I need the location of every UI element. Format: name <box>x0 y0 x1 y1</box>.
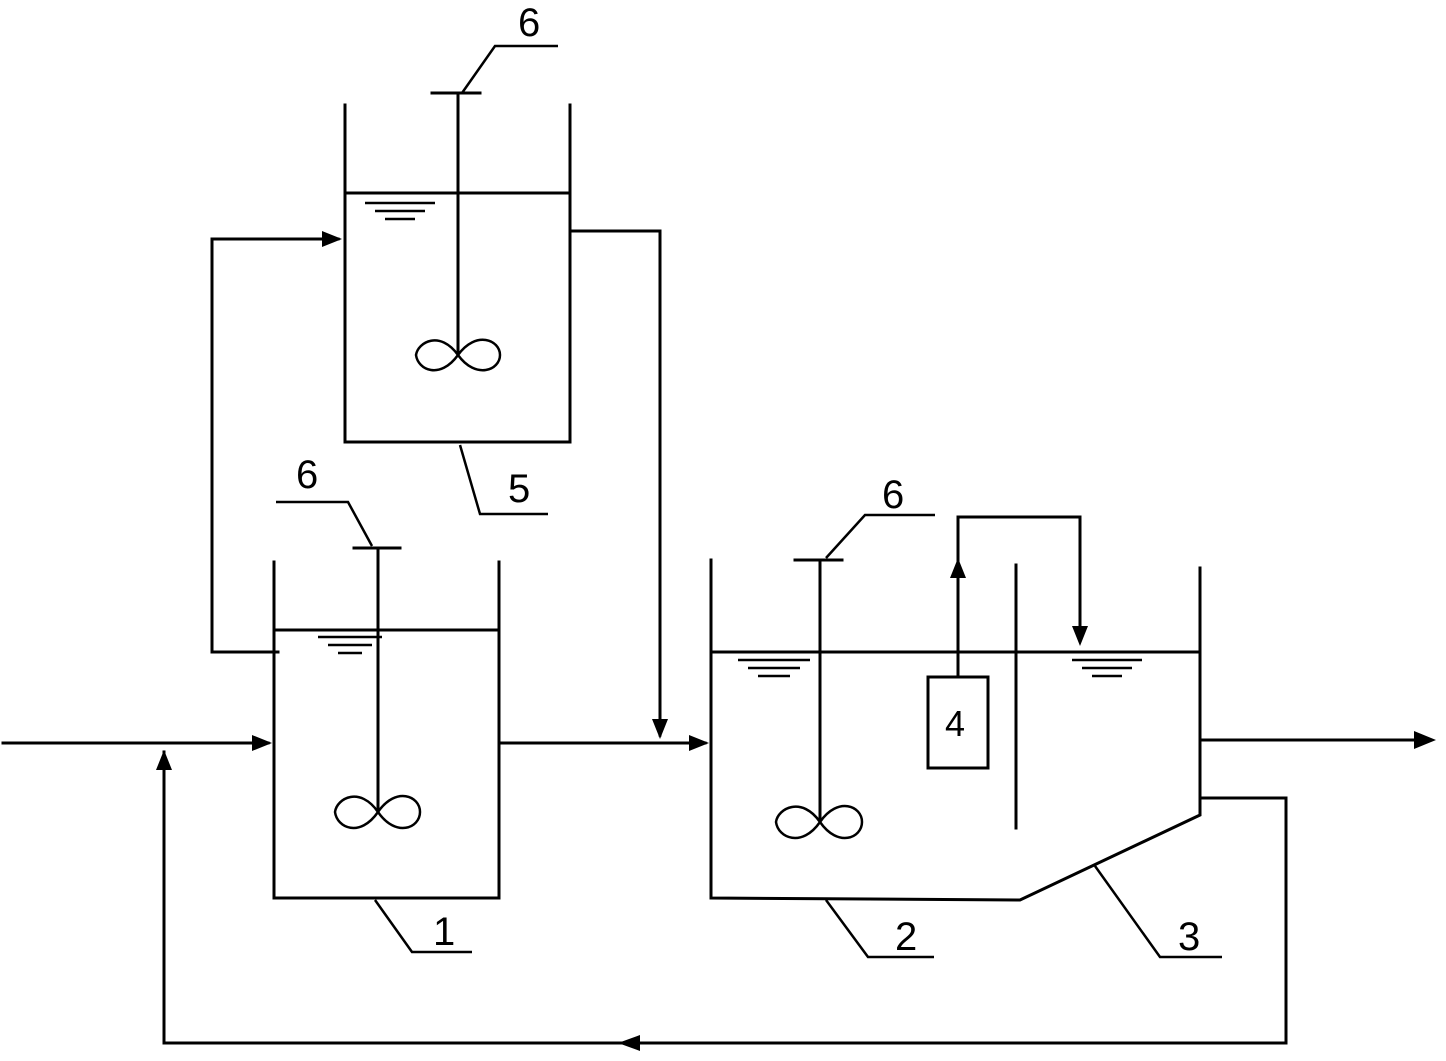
sludge-return-pipe <box>162 750 1288 1045</box>
pipe-5-to-2 <box>568 229 662 737</box>
return-arrow-left <box>618 1035 640 1051</box>
tank-5 <box>343 44 572 516</box>
leader-6-right <box>825 513 935 559</box>
labels: 6 6 6 5 4 1 2 3 <box>296 1 1200 959</box>
outlet-arrow <box>1414 731 1436 749</box>
tank-2 <box>709 513 1222 959</box>
arrow-down-5-to-2 <box>652 719 668 739</box>
leader-3 <box>1093 865 1222 959</box>
impeller-icon <box>414 338 502 372</box>
inlet-arrow <box>252 735 272 751</box>
impeller-icon <box>774 804 864 840</box>
leader-1 <box>373 899 472 954</box>
label-3: 3 <box>1178 915 1200 959</box>
label-4: 4 <box>945 703 965 744</box>
label-1: 1 <box>433 910 455 954</box>
label-2: 2 <box>895 915 917 959</box>
tank-1 <box>272 500 501 954</box>
water-level-icon <box>1072 658 1142 678</box>
leader-5 <box>458 444 548 516</box>
stirrer-6-right <box>774 558 864 840</box>
return-arrow-up <box>156 750 172 770</box>
stirrer-6-top <box>414 91 502 372</box>
water-level-icon <box>738 658 810 678</box>
leader-6-left <box>276 500 374 547</box>
label-6-right: 6 <box>882 473 904 517</box>
pipe-1-to-5 <box>210 237 340 654</box>
stirrer-6-left <box>333 546 422 830</box>
impeller-icon <box>333 794 422 830</box>
pipe-unit-4-loop <box>956 515 1082 679</box>
arrow-into-tank-5 <box>322 231 342 247</box>
water-level-icon <box>318 635 382 655</box>
leader-2 <box>824 899 934 959</box>
label-6-left: 6 <box>296 453 318 497</box>
water-level-icon <box>365 201 435 221</box>
label-5: 5 <box>508 467 530 511</box>
arrow-up-unit-4 <box>950 558 966 578</box>
piping <box>1 229 1436 1051</box>
label-6-top: 6 <box>518 1 540 45</box>
arrow-into-tank-2 <box>689 735 709 751</box>
arrow-down-unit-4 <box>1072 626 1088 646</box>
leader-6-top <box>460 44 558 94</box>
